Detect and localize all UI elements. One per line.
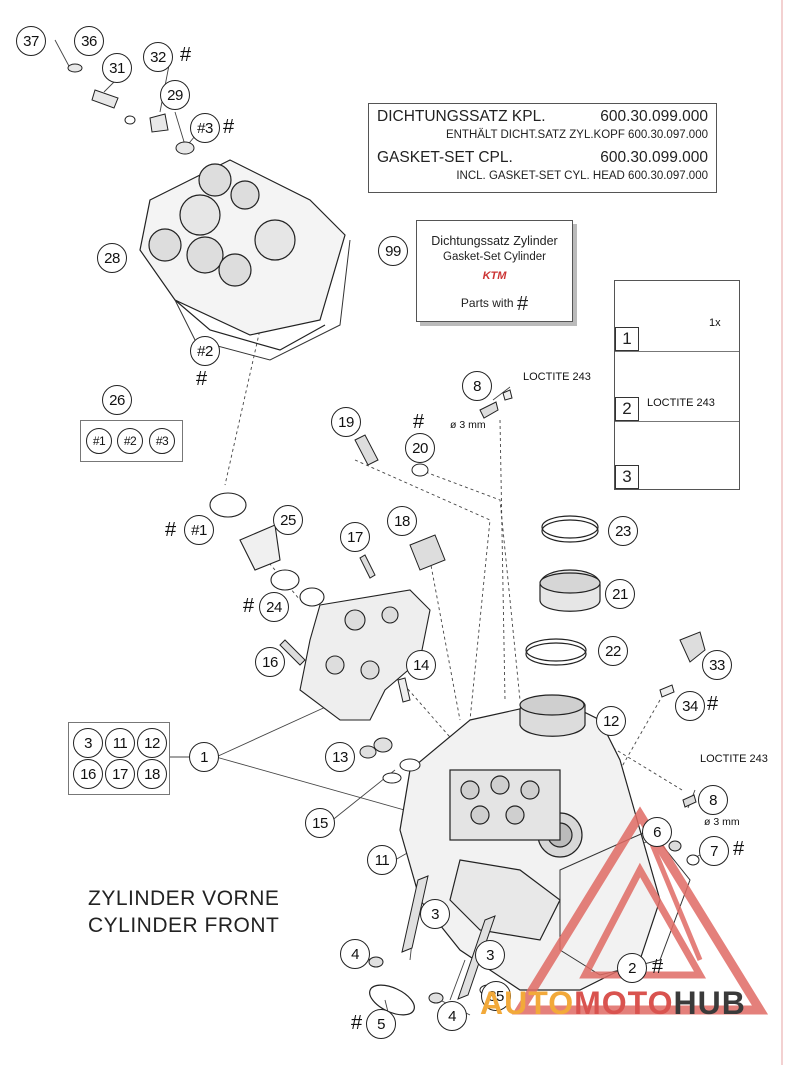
callout-26: 26 <box>102 385 132 415</box>
callout-5: 5 <box>366 1009 396 1039</box>
hash-34: # <box>707 693 719 715</box>
callout-7: 7 <box>699 836 729 866</box>
callout-37: 37 <box>16 26 46 56</box>
hash-2-head-gasket: # <box>652 956 664 978</box>
callout-32: 32 <box>143 42 173 72</box>
gasket-set-info-box: DICHTUNGSSATZ KPL. 600.30.099.000 ENTHÄL… <box>368 103 717 193</box>
card99-line1: Dichtungssatz Zylinder <box>431 234 558 248</box>
callout-25: 25 <box>273 505 303 535</box>
callout-hash-1: #1 <box>184 515 214 545</box>
callout-4-left: 4 <box>340 939 370 969</box>
watermark-part-2: MOTO <box>574 985 674 1021</box>
gasket-set-en-includes: INCL. GASKET-SET CYL. HEAD 600.30.097.00… <box>456 170 708 182</box>
callout-1: 1 <box>189 742 219 772</box>
hash-1-orings: # <box>165 519 177 541</box>
diagram-title: ZYLINDER VORNE CYLINDER FRONT <box>88 885 279 939</box>
callout-23: 23 <box>608 516 638 546</box>
group-1-item-3: 3 <box>73 728 103 758</box>
gasket-set-de-label: DICHTUNGSSATZ KPL. <box>377 108 546 125</box>
watermark-part-3: HUB <box>673 985 746 1021</box>
diameter-label-right: ø 3 mm <box>704 816 740 828</box>
card99-line3: Parts with <box>460 296 514 310</box>
callout-22: 22 <box>598 636 628 666</box>
group-1-item-16: 16 <box>73 759 103 789</box>
callout-2-head-gasket: 2 <box>617 953 647 983</box>
loctite-label-right: LOCTITE 243 <box>700 753 768 765</box>
callout-8-top: 8 <box>462 371 492 401</box>
gasket-set-en-label: GASKET-SET CPL. <box>377 149 513 166</box>
group-1-item-17: 17 <box>105 759 135 789</box>
hash-7: # <box>733 838 745 860</box>
callout-6: 6 <box>642 817 672 847</box>
hash-24: # <box>243 595 255 617</box>
hash-3: # <box>223 116 235 138</box>
loctite-label-top: LOCTITE 243 <box>523 371 591 383</box>
hash-32: # <box>180 44 192 66</box>
callout-36: 36 <box>74 26 104 56</box>
callout-28: 28 <box>97 243 127 273</box>
watermark-part-1: AUTO <box>480 985 575 1021</box>
callout-19: 19 <box>331 407 361 437</box>
gasket-set-en-number: 600.30.099.000 <box>600 149 708 166</box>
callout-20: 20 <box>405 433 435 463</box>
title-english: CYLINDER FRONT <box>88 914 280 937</box>
group-1-item-12: 12 <box>137 728 167 758</box>
group-26-item-1: #1 <box>86 428 112 454</box>
gasket-set-de-number: 600.30.099.000 <box>600 108 708 125</box>
step-3-number: 3 <box>615 465 639 489</box>
callout-hash-2-cover: #2 <box>190 336 220 366</box>
callout-14: 14 <box>406 650 436 680</box>
hash-5: # <box>351 1012 363 1034</box>
install-steps-box: 1 1x 2 LOCTITE 243 3 <box>614 280 740 490</box>
diameter-label-top: ø 3 mm <box>450 419 486 431</box>
callout-13: 13 <box>325 742 355 772</box>
watermark-brand: AUTOMOTOHUB <box>480 985 746 1022</box>
hash-2-cover: # <box>196 368 208 390</box>
callout-3-right: 3 <box>475 940 505 970</box>
gasket-set-de-includes: ENTHÄLT DICHT.SATZ ZYL.KOPF 600.30.097.0… <box>445 129 708 141</box>
gasket-set-cylinder-card: Dichtungssatz Zylinder Gasket-Set Cylind… <box>416 220 573 322</box>
step-2-note: LOCTITE 243 <box>647 397 715 409</box>
callout-11: 11 <box>367 845 397 875</box>
card99-line2: Gasket-Set Cylinder <box>443 251 546 263</box>
step-2-number: 2 <box>615 397 639 421</box>
callout-99: 99 <box>378 236 408 266</box>
callout-3-left: 3 <box>420 899 450 929</box>
callout-hash-3: #3 <box>190 113 220 143</box>
group-1-item-18: 18 <box>137 759 167 789</box>
hash-20: # <box>413 411 425 433</box>
callout-12: 12 <box>596 706 626 736</box>
callout-4-right: 4 <box>437 1001 467 1031</box>
callout-35: 35 <box>481 981 511 1011</box>
card99-hash: # <box>516 293 529 315</box>
callout-29: 29 <box>160 80 190 110</box>
group-26-item-2: #2 <box>117 428 143 454</box>
callout-21: 21 <box>605 579 635 609</box>
callout-31: 31 <box>102 53 132 83</box>
callout-15: 15 <box>305 808 335 838</box>
group-26-item-3: #3 <box>149 428 175 454</box>
group-1-item-11: 11 <box>105 728 135 758</box>
callout-34: 34 <box>675 691 705 721</box>
ktm-logo: KTM <box>482 270 507 282</box>
callout-33: 33 <box>702 650 732 680</box>
step-1-note: 1x <box>709 317 721 329</box>
callout-16: 16 <box>255 647 285 677</box>
step-1-number: 1 <box>615 327 639 351</box>
callout-24: 24 <box>259 592 289 622</box>
title-german: ZYLINDER VORNE <box>88 887 280 910</box>
callout-18: 18 <box>387 506 417 536</box>
callout-17: 17 <box>340 522 370 552</box>
callout-8-right: 8 <box>698 785 728 815</box>
